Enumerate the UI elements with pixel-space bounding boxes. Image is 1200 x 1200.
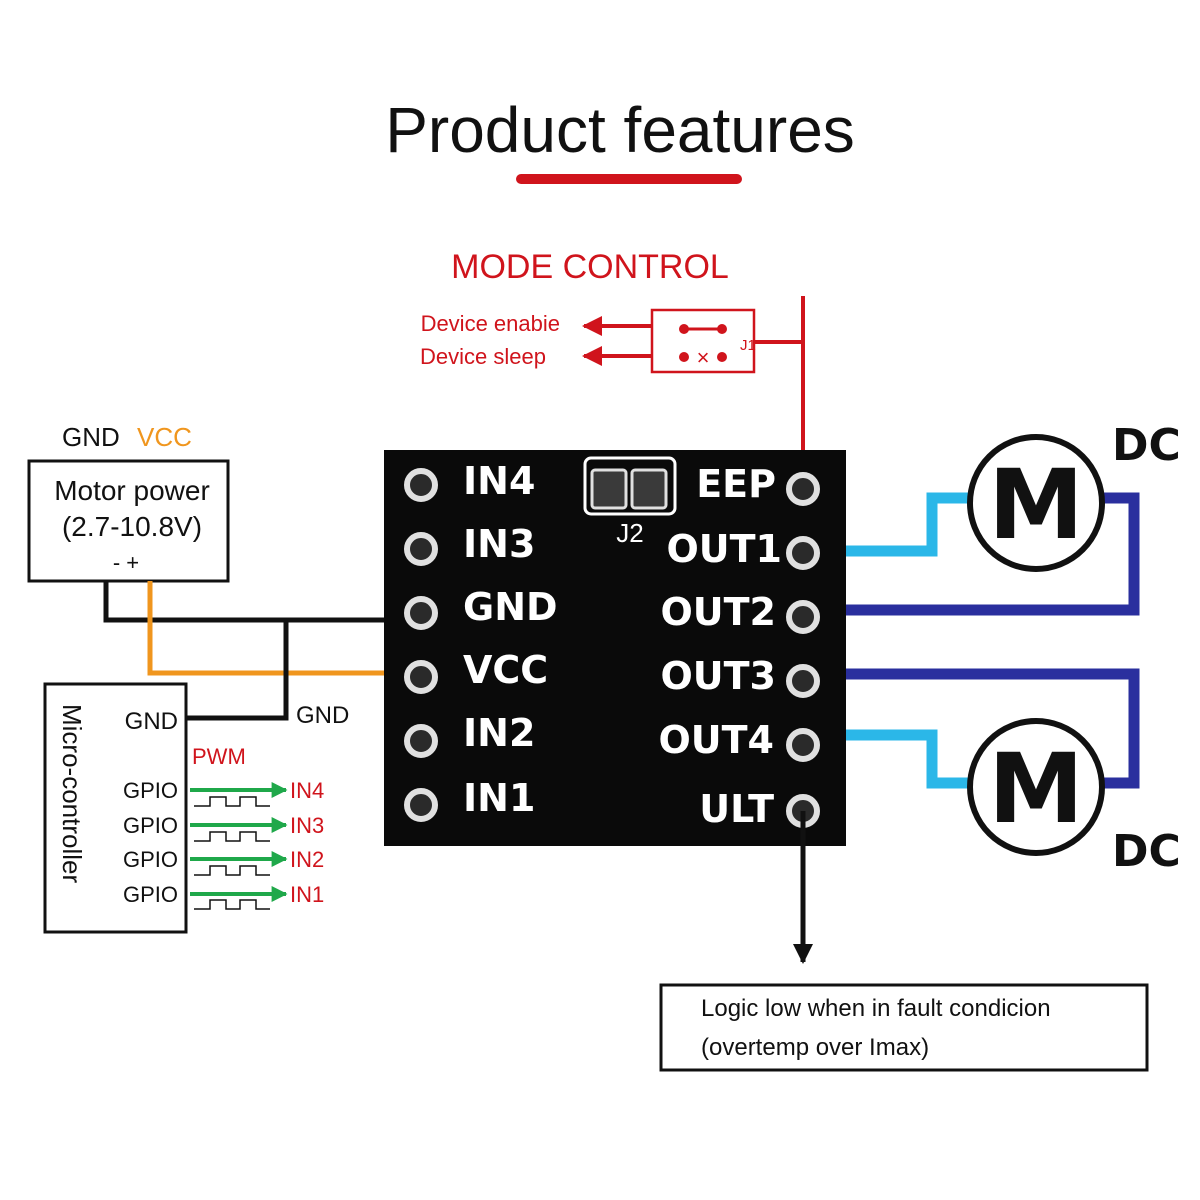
right-pin-holes bbox=[786, 472, 820, 828]
out2-wire bbox=[846, 492, 1140, 616]
gpio-row: GPIO IN3 bbox=[123, 813, 324, 842]
board-pcb bbox=[384, 450, 846, 846]
j1-pin bbox=[679, 352, 689, 362]
out1-wire bbox=[846, 492, 980, 557]
micro-controller-box bbox=[43, 682, 188, 934]
pwm-waveform bbox=[194, 796, 270, 807]
dc-motor-1: M DC bbox=[967, 420, 1181, 572]
pin-hole bbox=[404, 468, 438, 502]
pin-hole bbox=[786, 536, 820, 570]
pin-hole bbox=[404, 724, 438, 758]
left-pin-holes bbox=[404, 468, 438, 822]
gnd-wire bbox=[103, 581, 384, 623]
device-sleep-label: Device sleep bbox=[420, 344, 546, 369]
pin-hole bbox=[786, 728, 820, 762]
gpio-target-label: IN4 bbox=[290, 778, 324, 803]
gpio-target-label: IN2 bbox=[290, 847, 324, 872]
gpio-label: GPIO bbox=[123, 813, 178, 838]
pin-label-in2: IN2 bbox=[463, 711, 535, 755]
pin-hole bbox=[404, 660, 438, 694]
fault-info-line1: Logic low when in fault condicion bbox=[701, 995, 1051, 1022]
pin-label-out2: OUT2 bbox=[660, 590, 776, 634]
pin-label-out4: OUT4 bbox=[658, 718, 774, 762]
pin-hole bbox=[404, 788, 438, 822]
pin-label-gnd: GND bbox=[463, 585, 558, 629]
pin-label-in1: IN1 bbox=[463, 776, 535, 820]
pin-label-out1: OUT1 bbox=[666, 527, 782, 571]
j1-pin bbox=[679, 324, 689, 334]
pin-label-eep: EEP bbox=[696, 462, 776, 506]
title-underline bbox=[516, 174, 742, 184]
motor-power-vcc-label: VCC bbox=[137, 422, 192, 452]
pin-hole bbox=[786, 472, 820, 506]
pin-label-out3: OUT3 bbox=[660, 654, 776, 698]
motor-power-range: (2.7-10.8V) bbox=[62, 511, 202, 542]
pwm-waveform bbox=[194, 831, 270, 842]
motor-power-title: Motor power bbox=[54, 475, 210, 506]
pin-hole bbox=[404, 596, 438, 630]
pin-hole bbox=[786, 600, 820, 634]
pin-label-ult: ULT bbox=[699, 787, 774, 831]
j1-open-mark: × bbox=[697, 345, 710, 370]
j2-pad bbox=[590, 468, 628, 510]
j1-pin bbox=[717, 352, 727, 362]
out4-wire bbox=[846, 729, 980, 789]
j2-pad bbox=[630, 468, 668, 510]
pwm-waveform bbox=[194, 865, 270, 876]
j1-jumper-box bbox=[650, 308, 756, 374]
vcc-wire bbox=[147, 581, 384, 676]
pwm-label: PWM bbox=[192, 744, 246, 769]
dc-motor-2: M DC bbox=[967, 718, 1181, 877]
mode-control-heading: MODE CONTROL bbox=[451, 248, 729, 286]
fault-info-box bbox=[659, 983, 1149, 1072]
gpio-target-label: IN3 bbox=[290, 813, 324, 838]
pin-label-vcc: VCC bbox=[463, 648, 548, 692]
driver-board: IN4 IN3 GND VCC IN2 IN1 J2 EEP OUT1 OUT2… bbox=[384, 450, 846, 846]
micro-controller-title: Micro-controller bbox=[57, 704, 87, 883]
mcu-gnd-wire bbox=[186, 620, 289, 721]
gpio-label: GPIO bbox=[123, 778, 178, 803]
page-title: Product features bbox=[385, 94, 855, 166]
mcu-gnd-label: GND bbox=[125, 708, 178, 735]
gpio-rows: GPIO IN4 GPIO IN3 GPIO IN2 GPIO IN1 bbox=[123, 778, 324, 910]
pin-label-in3: IN3 bbox=[463, 522, 535, 566]
gpio-row: GPIO IN2 bbox=[123, 847, 324, 876]
j1-pin bbox=[717, 324, 727, 334]
motor-power-box bbox=[27, 459, 230, 583]
motor-power-gnd-label: GND bbox=[62, 422, 120, 452]
gpio-label: GPIO bbox=[123, 847, 178, 872]
motor-symbol: M bbox=[988, 733, 1084, 845]
gpio-target-label: IN1 bbox=[290, 882, 324, 907]
j1-label: J1 bbox=[740, 337, 756, 354]
motor-power-polarity: - + bbox=[113, 550, 139, 575]
fault-info-line2: (overtemp over Imax) bbox=[701, 1034, 929, 1061]
pin-hole bbox=[404, 532, 438, 566]
motor-symbol-circle bbox=[967, 718, 1105, 856]
pin-label-in4: IN4 bbox=[463, 459, 535, 503]
out3-wire bbox=[846, 668, 1140, 789]
gpio-row: GPIO IN1 bbox=[123, 882, 324, 910]
motor-type-label: DC bbox=[1112, 420, 1181, 471]
motor-symbol-circle bbox=[967, 434, 1105, 572]
motor-symbol: M bbox=[988, 449, 1084, 561]
pin-hole bbox=[786, 664, 820, 698]
mcu-gnd-wire-label: GND bbox=[296, 702, 349, 729]
device-enable-label: Device enabie bbox=[421, 311, 560, 336]
gpio-label: GPIO bbox=[123, 882, 178, 907]
pwm-waveform bbox=[194, 899, 270, 910]
motor-type-label: DC bbox=[1112, 826, 1181, 877]
j2-jumper-outline bbox=[583, 456, 677, 516]
j2-label: J2 bbox=[616, 518, 643, 548]
gpio-row: GPIO IN4 bbox=[123, 778, 324, 807]
